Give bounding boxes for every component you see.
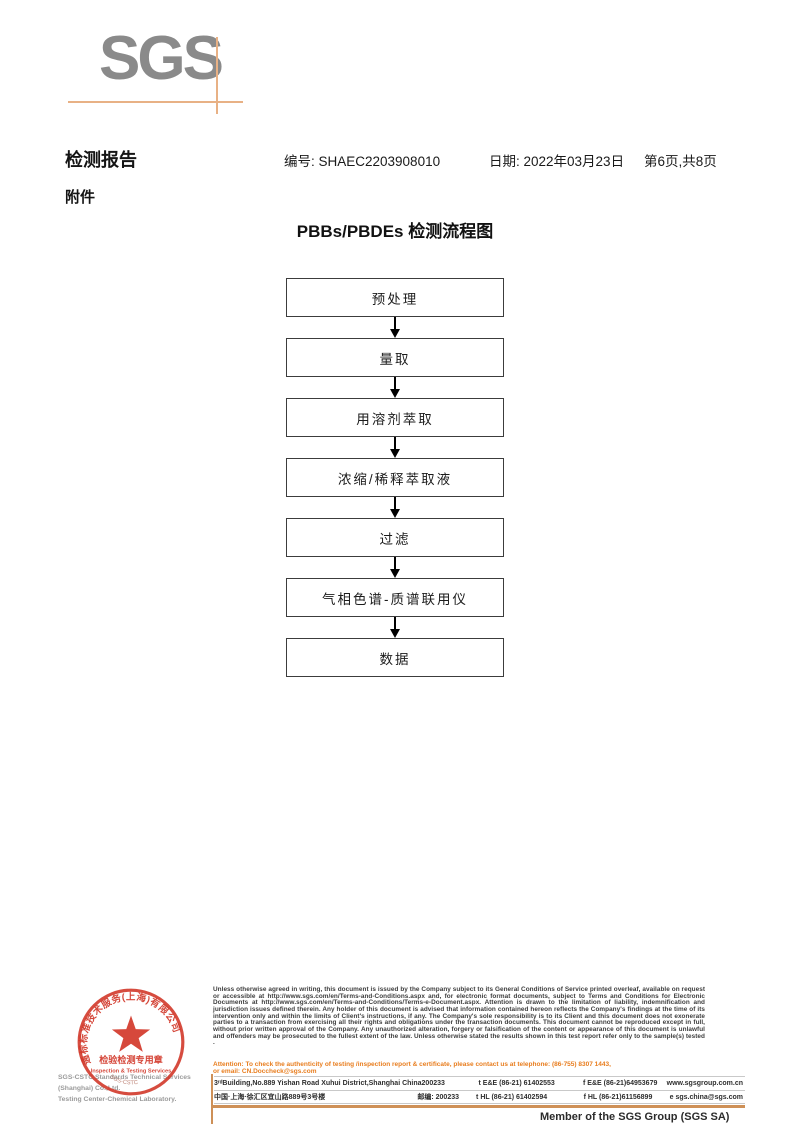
- address-row-cn: 中国·上海·徐汇区宜山路889号3号楼 邮编: 200233 t HL (86-…: [214, 1090, 745, 1104]
- flow-step-data: 数据: [286, 638, 504, 677]
- logo-vertical-line: [216, 37, 218, 114]
- company-lab: Testing Center-Chemical Laboratory.: [58, 1096, 177, 1103]
- flow-step-filter: 过滤: [286, 518, 504, 557]
- report-number: 编号: SHAEC2203908010: [284, 154, 441, 169]
- arrow-down-icon: [390, 437, 400, 458]
- company-name: SGS-CSTC Standards Technical Services (S…: [58, 1074, 191, 1092]
- arrow-down-icon: [390, 317, 400, 338]
- arrow-down-icon: [390, 497, 400, 518]
- attention-line-2: or email: CN.Doccheck@sgs.com: [213, 1068, 317, 1075]
- email: e sgs.china@sgs.com: [669, 1093, 743, 1101]
- sgs-group-member-text: Member of the SGS Group (SGS SA): [540, 1111, 730, 1123]
- fax-cn: f HL (86-21)61156899: [583, 1093, 653, 1101]
- legal-terms-text: Unless otherwise agreed in writing, this…: [213, 986, 705, 1047]
- report-date: 日期: 2022年03月23日: [489, 154, 625, 169]
- footer-horizontal-line: [213, 1105, 745, 1108]
- sgs-logo: SGS: [99, 24, 224, 93]
- phone-cn: t HL (86-21) 61402594: [476, 1093, 548, 1101]
- svg-text:SGS-CSTC: SGS-CSTC: [108, 1074, 138, 1086]
- flow-step-concentrate-dilute: 浓缩/稀释萃取液: [286, 458, 504, 497]
- attention-line-1: Attention: To check the authenticity of …: [213, 1061, 611, 1068]
- inspection-stamp-icon: 通标标准技术服务(上海)有限公司 检验检测专用章 Inspection & Te…: [77, 988, 185, 1096]
- flow-step-pretreatment: 预处理: [286, 278, 504, 317]
- attachment-label: 附件: [65, 189, 96, 206]
- logo-horizontal-line: [68, 101, 243, 103]
- arrow-down-icon: [390, 557, 400, 578]
- footer-vertical-line: [211, 1074, 213, 1124]
- report-title: 检测报告: [65, 150, 137, 170]
- flow-step-gcms: 气相色谱-质谱联用仪: [286, 578, 504, 617]
- flowchart: 预处理 量取 用溶剂萃取 浓缩/稀释萃取液 过滤 气相色谱-质谱联用仪 数据: [286, 278, 504, 677]
- address-block: 3ʳᵈBuilding,No.889 Yishan Road Xuhui Dis…: [214, 1076, 745, 1104]
- fax-en: f E&E (86-21)64953679: [583, 1080, 658, 1087]
- star-icon: [111, 1015, 151, 1052]
- flowchart-title: PBBs/PBDEs 检测流程图: [296, 222, 494, 241]
- flow-step-measure: 量取: [286, 338, 504, 377]
- postcode-en: 200233: [421, 1080, 445, 1087]
- phone-en: t E&E (86-21) 61402553: [478, 1080, 555, 1087]
- arrow-down-icon: [390, 377, 400, 398]
- flow-step-solvent-extraction: 用溶剂萃取: [286, 398, 504, 437]
- postcode-cn: 邮编: 200233: [417, 1094, 460, 1101]
- company-name-block: SGS-CSTC Standards Technical Services (S…: [58, 1072, 223, 1105]
- svg-text:检验检测专用章: 检验检测专用章: [99, 1054, 163, 1065]
- attention-notice: Attention: To check the authenticity of …: [213, 1061, 705, 1075]
- page-indicator: 第6页,共8页: [644, 154, 717, 169]
- svg-text:Inspection & Testing Services: Inspection & Testing Services: [91, 1069, 172, 1075]
- arrow-down-icon: [390, 617, 400, 638]
- address-row-en: 3ʳᵈBuilding,No.889 Yishan Road Xuhui Dis…: [214, 1076, 745, 1090]
- address-cn: 中国·上海·徐汇区宜山路889号3号楼: [214, 1094, 326, 1101]
- address-en: 3ʳᵈBuilding,No.889 Yishan Road Xuhui Dis…: [214, 1080, 422, 1087]
- website: www.sgsgroup.com.cn: [666, 1080, 743, 1087]
